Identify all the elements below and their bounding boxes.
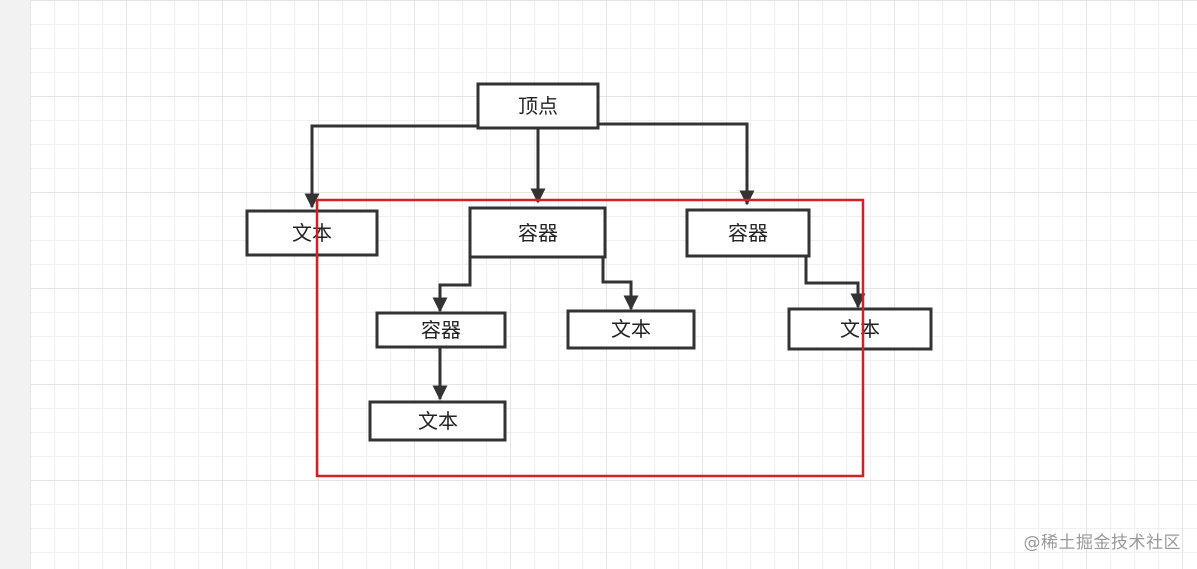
node-labels: 顶点 文本 容器 容器 容器 文本 文本 文本 <box>292 94 880 433</box>
edge-container-mid-to-container-sub <box>432 257 472 313</box>
node-container-right-box[interactable] <box>685 208 811 258</box>
node-container-sub-label: 容器 <box>421 318 461 342</box>
grid-canvas <box>30 0 1197 569</box>
node-text-right-label: 文本 <box>840 317 880 341</box>
node-text-mid-box[interactable] <box>566 309 696 350</box>
edge-container-right-to-text-right <box>804 257 866 309</box>
node-text-left-box[interactable] <box>245 209 379 257</box>
watermark: @稀土掘金技术社区 <box>1023 533 1181 553</box>
node-container-right-label: 容器 <box>728 221 768 245</box>
node-text-bottom-box[interactable] <box>368 400 507 442</box>
highlight-box <box>315 198 865 478</box>
node-root-box[interactable] <box>476 82 600 130</box>
edges <box>304 122 866 401</box>
node-text-bottom-label: 文本 <box>418 409 458 433</box>
edge-container-mid-to-text-mid <box>601 257 639 311</box>
node-root-label: 顶点 <box>518 94 558 118</box>
nodes <box>245 82 933 442</box>
node-text-mid-label: 文本 <box>611 317 651 341</box>
edge-root-to-text-left <box>304 124 478 209</box>
node-container-sub-box[interactable] <box>375 311 507 349</box>
node-container-mid-box[interactable] <box>468 206 607 259</box>
node-text-left-label: 文本 <box>292 221 332 245</box>
node-text-right-box[interactable] <box>787 307 933 351</box>
node-container-mid-label: 容器 <box>518 221 558 245</box>
edge-root-to-container-right <box>598 122 755 206</box>
